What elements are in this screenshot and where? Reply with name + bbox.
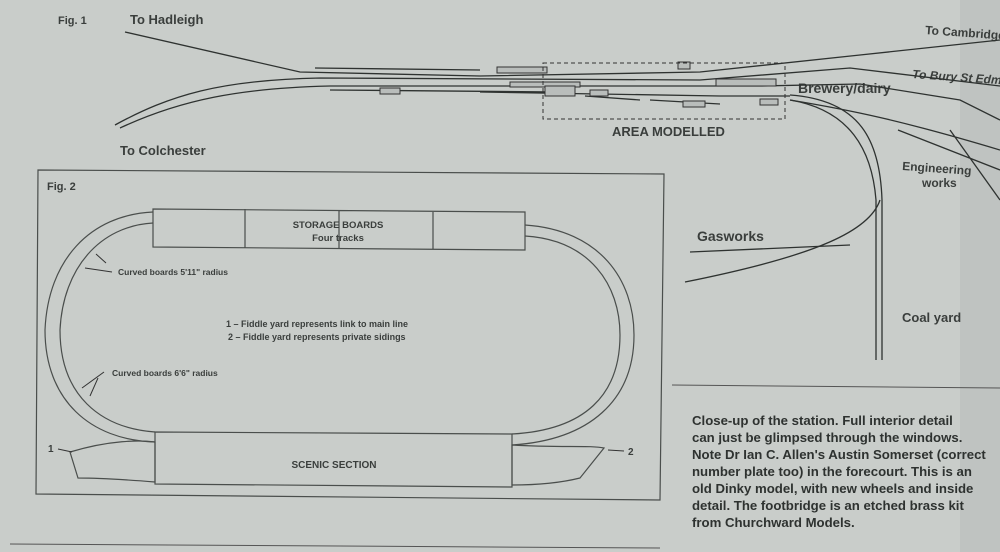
curve-inner-label: Curved boards 5'11" radius xyxy=(118,267,228,277)
caption-line: detail. The footbridge is an etched bras… xyxy=(692,498,964,513)
fig2-frame xyxy=(35,169,665,501)
divider xyxy=(671,384,1000,389)
marker-1-arrow xyxy=(57,448,73,453)
siding-brewery: Brewery/dairy xyxy=(798,80,891,96)
track-coal-yard-1 xyxy=(789,94,883,360)
track-colchester-bury xyxy=(114,67,1000,126)
marker-2-arrow xyxy=(607,449,625,452)
siding-gasworks: Gasworks xyxy=(697,228,764,244)
dest-colchester: To Colchester xyxy=(120,143,206,158)
curve-outer-label: Curved boards 6'6" radius xyxy=(112,368,218,378)
caption-line: from Churchward Models. xyxy=(692,515,855,530)
area-modelled-label: AREA MODELLED xyxy=(612,124,725,139)
caption-line: Close-up of the station. Full interior d… xyxy=(692,413,953,428)
dest-hadleigh: To Hadleigh xyxy=(130,12,203,27)
storage-title: STORAGE BOARDS xyxy=(293,220,384,231)
storage-sub: Four tracks xyxy=(312,233,364,244)
note-2: 2 – Fiddle yard represents private sidin… xyxy=(228,332,406,342)
marker-1: 1 xyxy=(48,444,54,455)
photo-caption: Close-up of the station. Full interior d… xyxy=(692,412,1000,531)
fig2-label: Fig. 2 xyxy=(47,181,76,193)
caption-line: can just be glimpsed through the windows… xyxy=(692,430,963,445)
curved-boards-right-outer xyxy=(511,224,635,446)
curved-boards-left-outer xyxy=(44,211,156,443)
curved-boards-right-inner xyxy=(511,235,621,435)
siding-coal-yard: Coal yard xyxy=(902,310,961,325)
caption-line: old Dinky model, with new wheels and ins… xyxy=(692,481,974,496)
track-engineering xyxy=(789,99,1000,201)
dest-cambridge: To Cambridge xyxy=(925,23,1000,43)
track-coal-yard-2 xyxy=(789,99,877,360)
caption-line: Note Dr Ian C. Allen's Austin Somerset (… xyxy=(692,447,986,462)
note-1: 1 – Fiddle yard represents link to main … xyxy=(226,319,408,329)
scenic-label: SCENIC SECTION xyxy=(291,460,376,471)
buildings xyxy=(379,61,779,108)
divider-bottom xyxy=(9,543,661,549)
area-modelled-box xyxy=(542,62,786,120)
fiddle-yard-1 xyxy=(69,440,156,483)
curve-outer-arrows xyxy=(81,371,105,397)
fig2-diagram: Fig. 2 STORAGE BOARDS Four tracks SCENIC… xyxy=(35,169,665,501)
caption-line: number plate too) in the forecourt. This… xyxy=(692,464,972,479)
siding-engineering-line1: Engineering xyxy=(902,159,972,178)
page-gutter xyxy=(960,0,1000,552)
siding-engineering-line2: works xyxy=(921,176,957,190)
marker-2: 2 xyxy=(628,447,634,458)
fiddle-yard-2 xyxy=(511,444,606,486)
storage-boards xyxy=(152,208,526,251)
track-gasworks-siding xyxy=(689,244,851,253)
track-gasworks xyxy=(684,199,881,283)
fig1-label: Fig. 1 xyxy=(58,15,87,27)
track-hadleigh-cambridge xyxy=(124,31,1000,77)
curved-boards-left-inner xyxy=(59,222,156,433)
curve-inner-arrows xyxy=(84,253,113,273)
